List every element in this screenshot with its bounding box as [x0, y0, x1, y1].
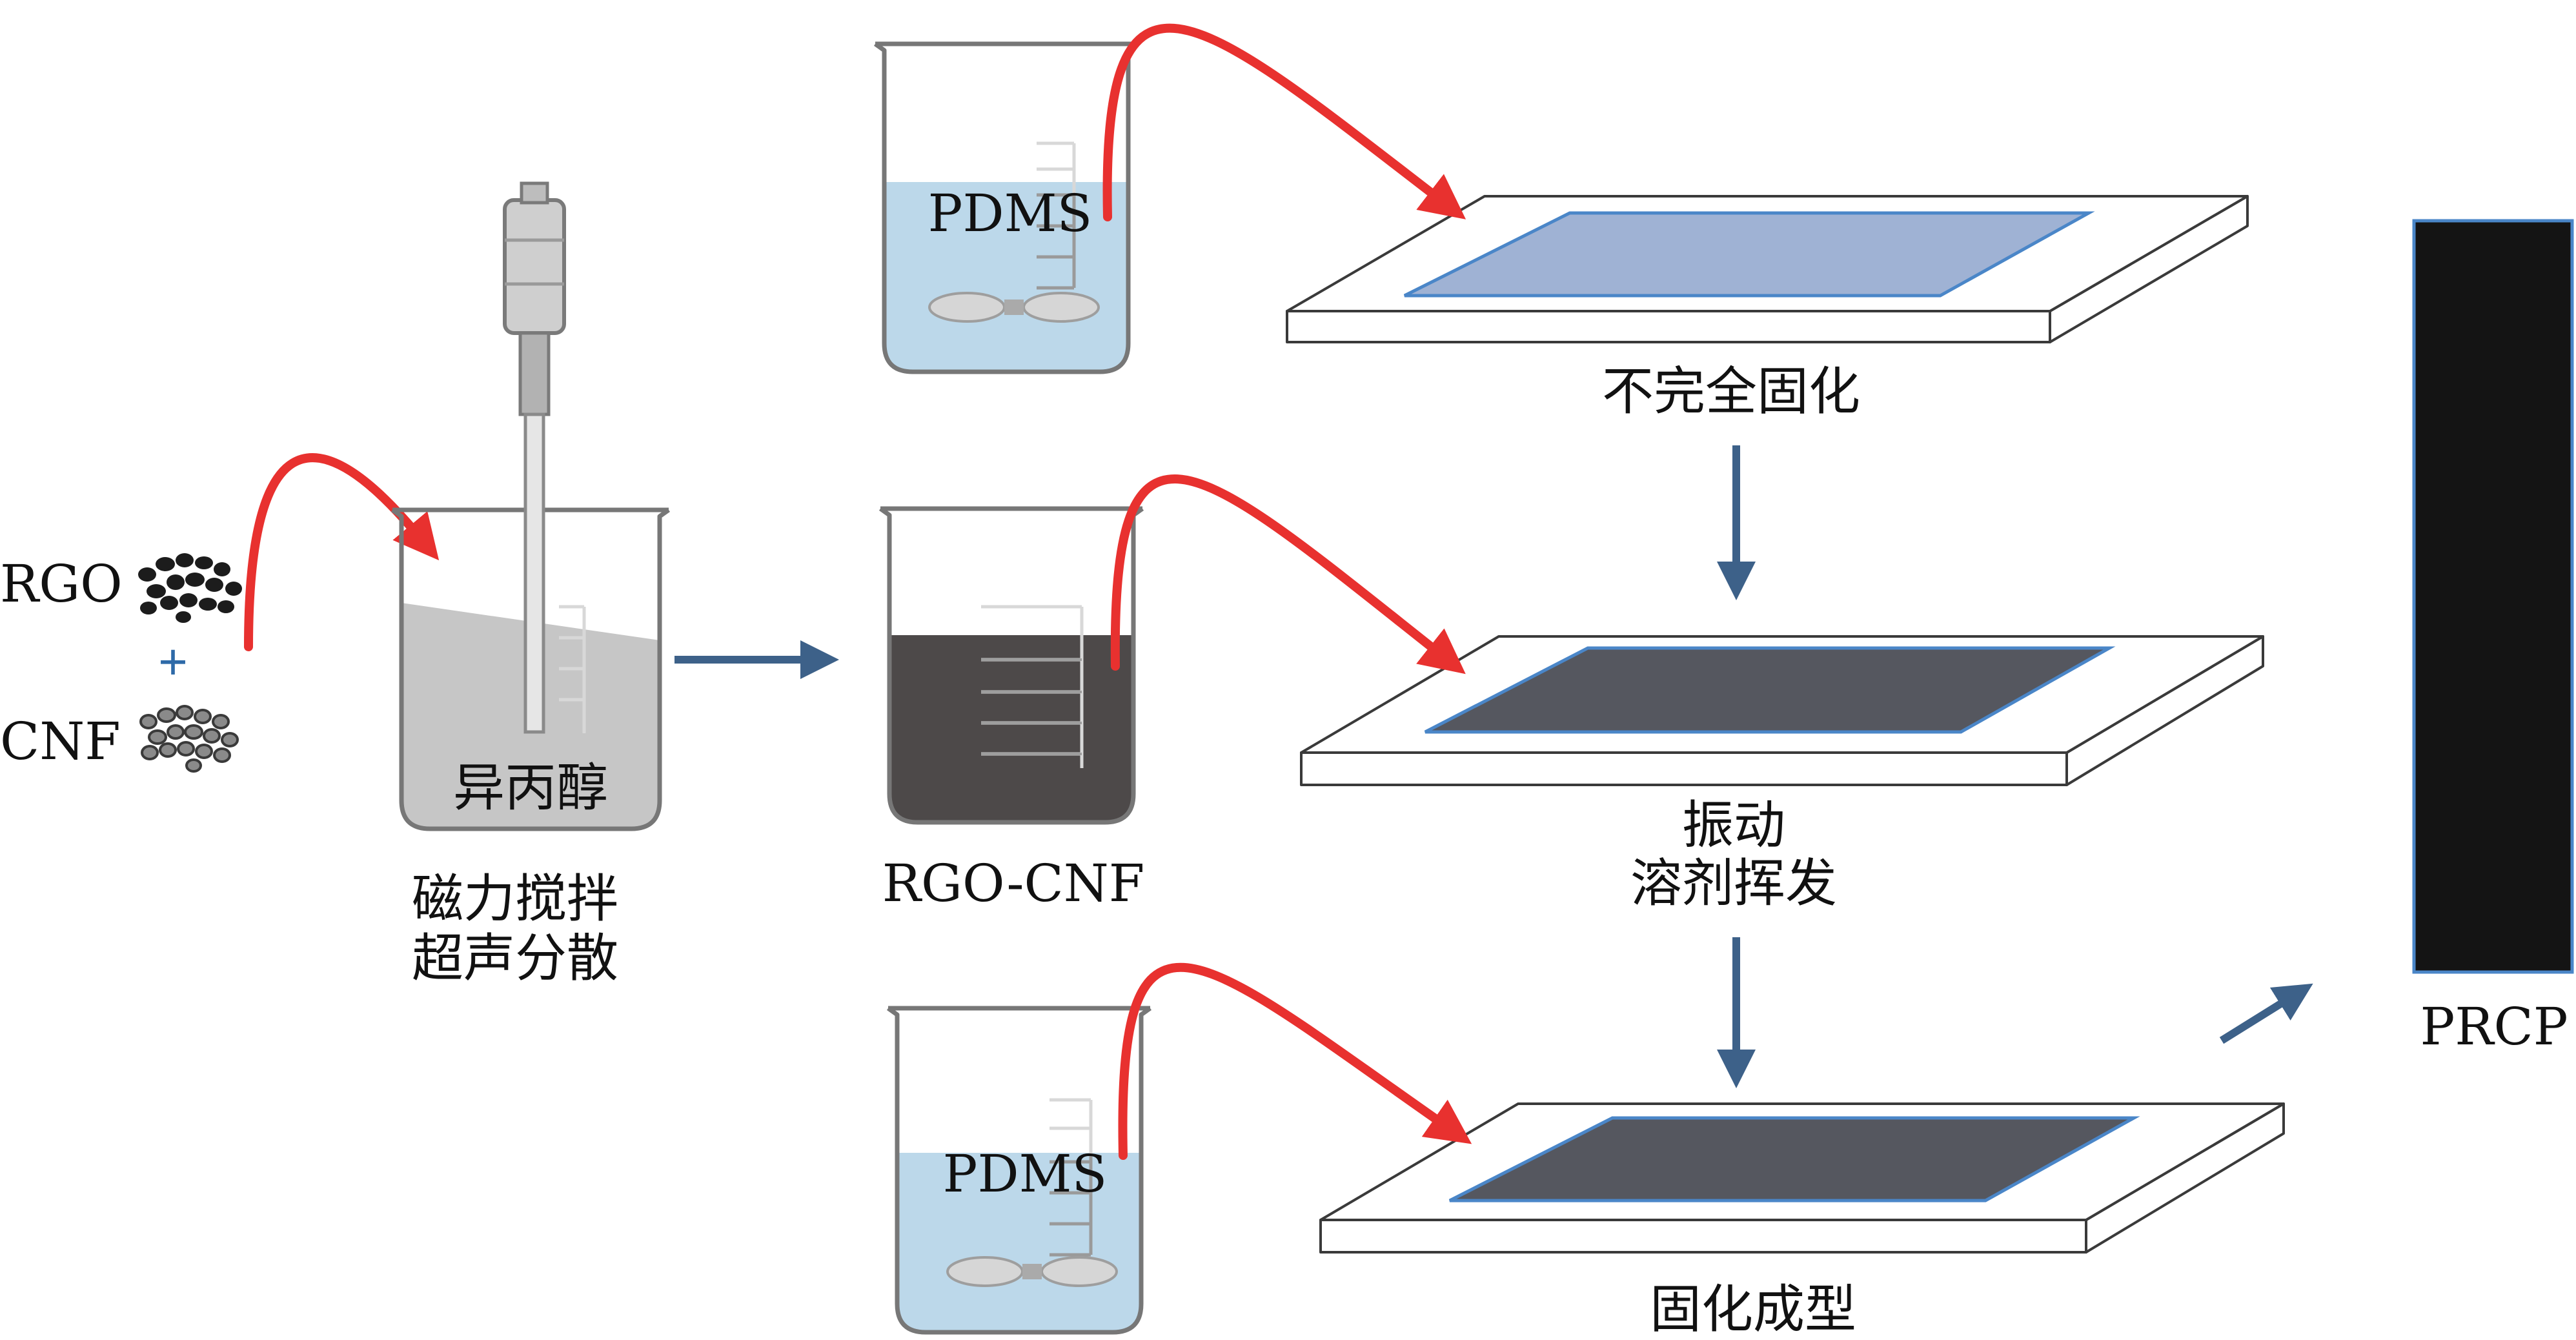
rgo-label: RGO	[0, 554, 123, 614]
stir-label-line1: 磁力搅拌	[412, 869, 618, 929]
film-composite-middle	[1424, 646, 2116, 734]
film-pdms-top	[1403, 211, 2095, 298]
film-composite-bottom	[1448, 1116, 2140, 1203]
plus-sign: +	[158, 633, 188, 690]
red-arrow-rgo-cnf-to-plate2	[1110, 474, 1466, 675]
probe-head	[503, 198, 566, 335]
cure-mold-label: 固化成型	[1650, 1279, 1856, 1339]
prcp-product	[2412, 219, 2574, 974]
stir-label-line2: 超声分散	[412, 928, 618, 988]
cnf-label: CNF	[0, 711, 121, 771]
vibrate-label-line2: 溶剂挥发	[1630, 853, 1837, 913]
isopropanol-label: 异丙醇	[453, 758, 608, 818]
rgo-cnf-label: RGO-CNF	[882, 853, 1144, 913]
vibrate-label-line1: 振动	[1682, 795, 1785, 855]
beaker-isopropanol: 异丙醇	[390, 181, 671, 831]
beaker-rgo-cnf	[878, 506, 1144, 825]
stir-bar-top	[928, 292, 1100, 323]
pdms-bottom-label: PDMS	[943, 1144, 1108, 1204]
plate-cure-mold	[1319, 1102, 2285, 1254]
prcp-label: PRCP	[2420, 997, 2568, 1057]
probe-rod	[523, 412, 545, 734]
stir-bar-bottom	[946, 1256, 1118, 1287]
partial-cure-label: 不完全固化	[1602, 361, 1860, 421]
cnf-particles	[139, 705, 239, 773]
red-arrow-pdms-to-plate3	[1118, 962, 1472, 1160]
plate-vibration	[1300, 635, 2264, 786]
plate-partial-cure	[1286, 195, 2249, 343]
red-arrow-pdms-to-plate1	[1102, 23, 1466, 221]
beaker-pdms-top: PDMS	[873, 41, 1139, 374]
red-arrow-materials-to-beaker	[244, 453, 440, 651]
beaker-pdms-bottom: PDMS	[886, 1006, 1152, 1335]
blue-arrow-to-product	[2219, 983, 2313, 1044]
pdms-top-label: PDMS	[928, 183, 1093, 243]
rgo-particles	[138, 553, 242, 623]
